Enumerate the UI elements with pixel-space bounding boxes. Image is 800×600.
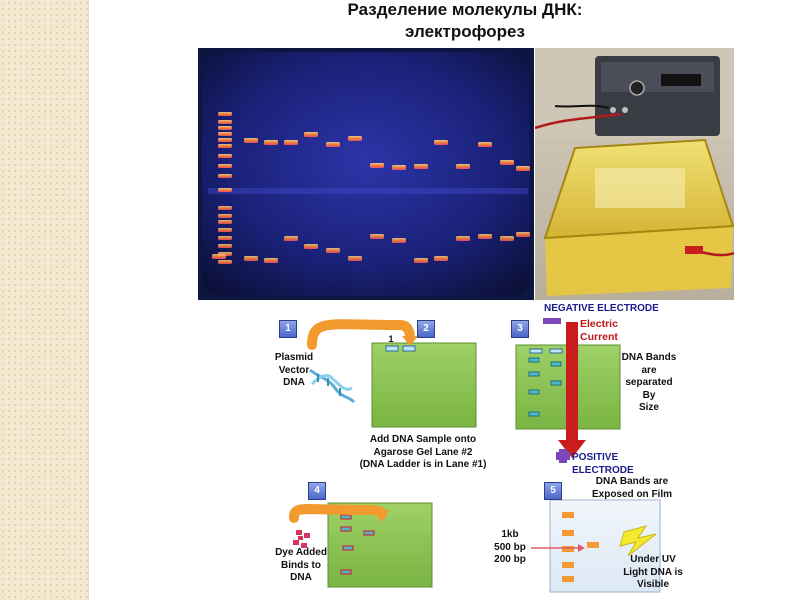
step1-label: Plasmid Vector DNA: [274, 352, 314, 388]
electric-current-arrow: [566, 322, 578, 442]
gel-ladder-band-bottom: [218, 228, 232, 232]
gel-sample-band-bottom: [434, 256, 448, 261]
gel-sample-band-bottom: [516, 232, 530, 237]
gel-sample-band-top: [370, 163, 384, 168]
negative-electrode-label: NEGATIVE ELECTRODE: [544, 303, 659, 314]
step5-caption: DNA Bands are Exposed on Film: [591, 476, 672, 500]
step5-uv-label: Under UV Light DNA is Visible: [623, 554, 683, 590]
electric-current-label: Electric Current: [580, 318, 618, 343]
step2-well-2: [402, 345, 416, 352]
gel-ladder-band-top: [218, 154, 232, 158]
gel-sample-band-top: [392, 165, 406, 170]
step-badge-2: 2: [417, 320, 435, 338]
gel-image: [202, 52, 530, 296]
gel-ladder-band-top: [218, 120, 232, 124]
gel-sample-band-bottom: [326, 248, 340, 253]
gel-sample-band-top: [348, 136, 362, 141]
apparatus-photo: [535, 48, 734, 300]
gel-sample-band-bottom: [212, 254, 226, 259]
gel-sample-band-bottom: [478, 234, 492, 239]
step2-well-1: [385, 345, 399, 352]
gel-sample-band-top: [244, 138, 258, 143]
positive-electrode-label: POSITIVE ELECTRODE: [572, 452, 634, 476]
gel-ladder-band-top: [218, 164, 232, 168]
gel-sample-band-bottom: [500, 236, 514, 241]
step5-size-labels: 1kb 500 bp 200 bp: [490, 529, 530, 567]
gel-sample-band-top: [478, 142, 492, 147]
step4-label: Dye Added Binds to DNA: [275, 547, 327, 583]
step4-orange-arrow: [289, 504, 387, 523]
gel-ladder-band-top: [218, 174, 232, 178]
gel-sample-band-top: [456, 164, 470, 169]
slide-title-line2: электрофорез: [405, 22, 525, 41]
gel-sample-band-bottom: [284, 236, 298, 241]
step4-agarose-gel: [327, 502, 433, 588]
gel-sample-band-bottom: [414, 258, 428, 263]
gel-ladder-band-top: [218, 144, 232, 148]
gel-sample-band-top: [304, 132, 318, 137]
side-strip-divider: [88, 0, 89, 600]
gel-ladder-band-bottom: [218, 214, 232, 218]
dye-molecules-icon: [293, 530, 310, 548]
gel-second-well-row: [208, 188, 528, 194]
gel-sample-band-bottom: [348, 256, 362, 261]
gel-sample-band-top: [326, 142, 340, 147]
positive-electrode-icon: [556, 449, 570, 463]
gel-sample-band-top: [516, 166, 530, 171]
gel-ladder-band-top: [218, 132, 232, 136]
gel-slab: [202, 52, 530, 296]
step-badge-1: 1: [279, 320, 297, 338]
gel-sample-band-bottom: [456, 236, 470, 241]
gel-sample-band-top: [284, 140, 298, 145]
step-badge-4: 4: [308, 482, 326, 500]
step2-caption: Add DNA Sample onto Agarose Gel Lane #2 …: [359, 434, 487, 470]
decorative-side-strip: [0, 0, 88, 600]
size-label-200bp: 200 bp: [494, 554, 526, 565]
gel-sample-band-bottom: [264, 258, 278, 263]
step2-lane-label: 1: [388, 334, 394, 344]
gel-ladder-band-bottom: [218, 244, 232, 248]
gel-ladder-band-top: [218, 112, 232, 116]
step-badge-5: 5: [544, 482, 562, 500]
gel-sample-band-bottom: [304, 244, 318, 249]
size-label-500bp: 500 bp: [494, 541, 526, 553]
slide-title-line1: Разделение молекулы ДНК:: [347, 0, 583, 19]
gel-ladder-band-top: [218, 188, 232, 192]
gel-sample-band-top: [434, 140, 448, 145]
gel-sample-band-bottom: [370, 234, 384, 239]
gel-photo: [198, 48, 534, 300]
gel-sample-band-top: [414, 164, 428, 169]
gel-ladder-band-bottom: [218, 220, 232, 224]
gel-ladder-band-top: [218, 126, 232, 130]
gel-sample-band-top: [500, 160, 514, 165]
gel-sample-band-bottom: [392, 238, 406, 243]
step2-agarose-gel: [371, 342, 477, 428]
lightning-icon: [619, 525, 657, 557]
gel-sample-band-bottom: [244, 256, 258, 261]
dial-knob: [629, 80, 645, 96]
gel-ladder-band-bottom: [218, 260, 232, 264]
apparatus-image: [535, 48, 734, 300]
gel-ladder-band-top: [218, 138, 232, 142]
negative-electrode-bar: [543, 318, 561, 324]
gel-sample-band-top: [264, 140, 278, 145]
step3-agarose-gel: [515, 344, 621, 430]
gel-ladder-band-bottom: [218, 236, 232, 240]
gel-ladder-band-bottom: [218, 206, 232, 210]
step-badge-3: 3: [511, 320, 529, 338]
step3-bands-label: DNA Bands are separated By Size: [621, 352, 677, 413]
size-label-1kb: 1kb: [501, 529, 519, 540]
